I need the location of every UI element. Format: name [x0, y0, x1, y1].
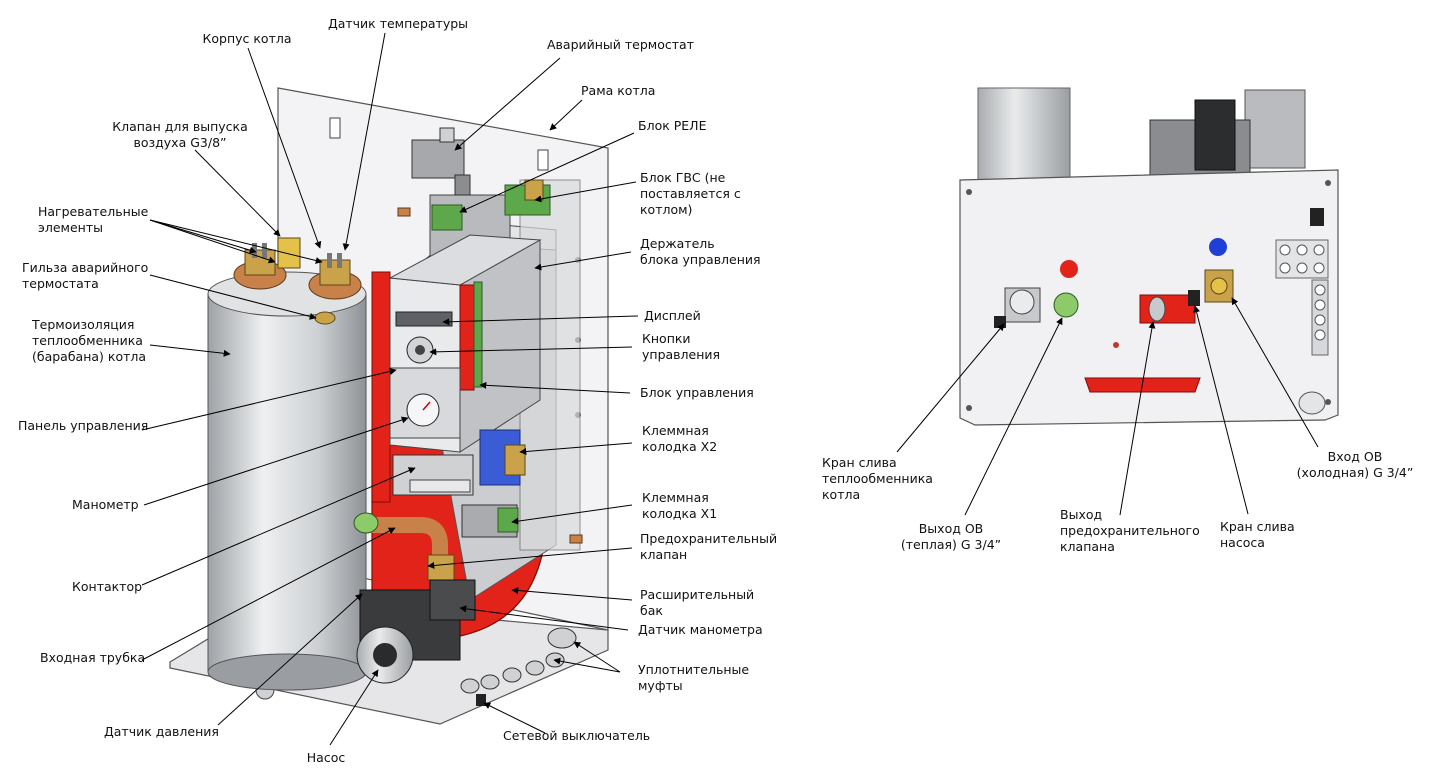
label-manometer-sensor: Датчик манометра	[638, 622, 763, 637]
heating-elements	[233, 243, 362, 300]
leader-lines-left	[141, 32, 639, 746]
sealing-couplings	[460, 627, 577, 694]
air-valve	[277, 237, 301, 269]
power-switch	[476, 694, 486, 706]
label-control-panel: Панель управления	[18, 418, 149, 433]
label-power-switch: Сетевой выключатель	[503, 728, 651, 743]
label-boiler-frame: Рама котла	[581, 83, 656, 98]
boiler-bottom-view	[959, 87, 1339, 426]
safety-valve-outlet	[1139, 294, 1196, 324]
label-display: Дисплей	[644, 308, 701, 323]
display	[395, 311, 453, 327]
label-boiler-body: Корпус котла	[202, 31, 292, 46]
boiler-left-view	[169, 87, 609, 725]
label-manometer: Манометр	[72, 497, 139, 512]
label-inlet-cold: Вход ОВ(холодная) G 3/4”	[1296, 449, 1414, 480]
boiler-cylinder	[207, 293, 367, 673]
label-contactor: Контактор	[72, 579, 143, 594]
label-pressure-sensor: Датчик давления	[104, 724, 219, 739]
pump	[356, 579, 476, 684]
label-outlet-warm: Выход ОВ(теплая) G 3/4”	[900, 521, 1002, 552]
blue-dot	[1209, 238, 1227, 256]
leader-lines-right	[896, 297, 1319, 516]
red-panel-strip	[371, 271, 391, 503]
emergency-thermostat	[411, 139, 465, 179]
label-emergency-thermostat: Аварийный термостат	[547, 37, 694, 52]
red-dot	[1060, 260, 1078, 278]
bottom-switch	[1310, 208, 1324, 226]
label-pump: Насос	[306, 750, 346, 765]
label-control-block: Блок управления	[640, 385, 754, 400]
label-relay-block: Блок РЕЛЕ	[638, 118, 707, 133]
outlet-warm	[1053, 292, 1079, 318]
cable-glands	[1275, 239, 1329, 415]
label-inlet-pipe: Входная трубка	[40, 650, 146, 665]
pump-drain	[1188, 290, 1200, 306]
inlet-pipe	[372, 517, 448, 575]
label-temp-sensor: Датчик температуры	[327, 16, 469, 31]
